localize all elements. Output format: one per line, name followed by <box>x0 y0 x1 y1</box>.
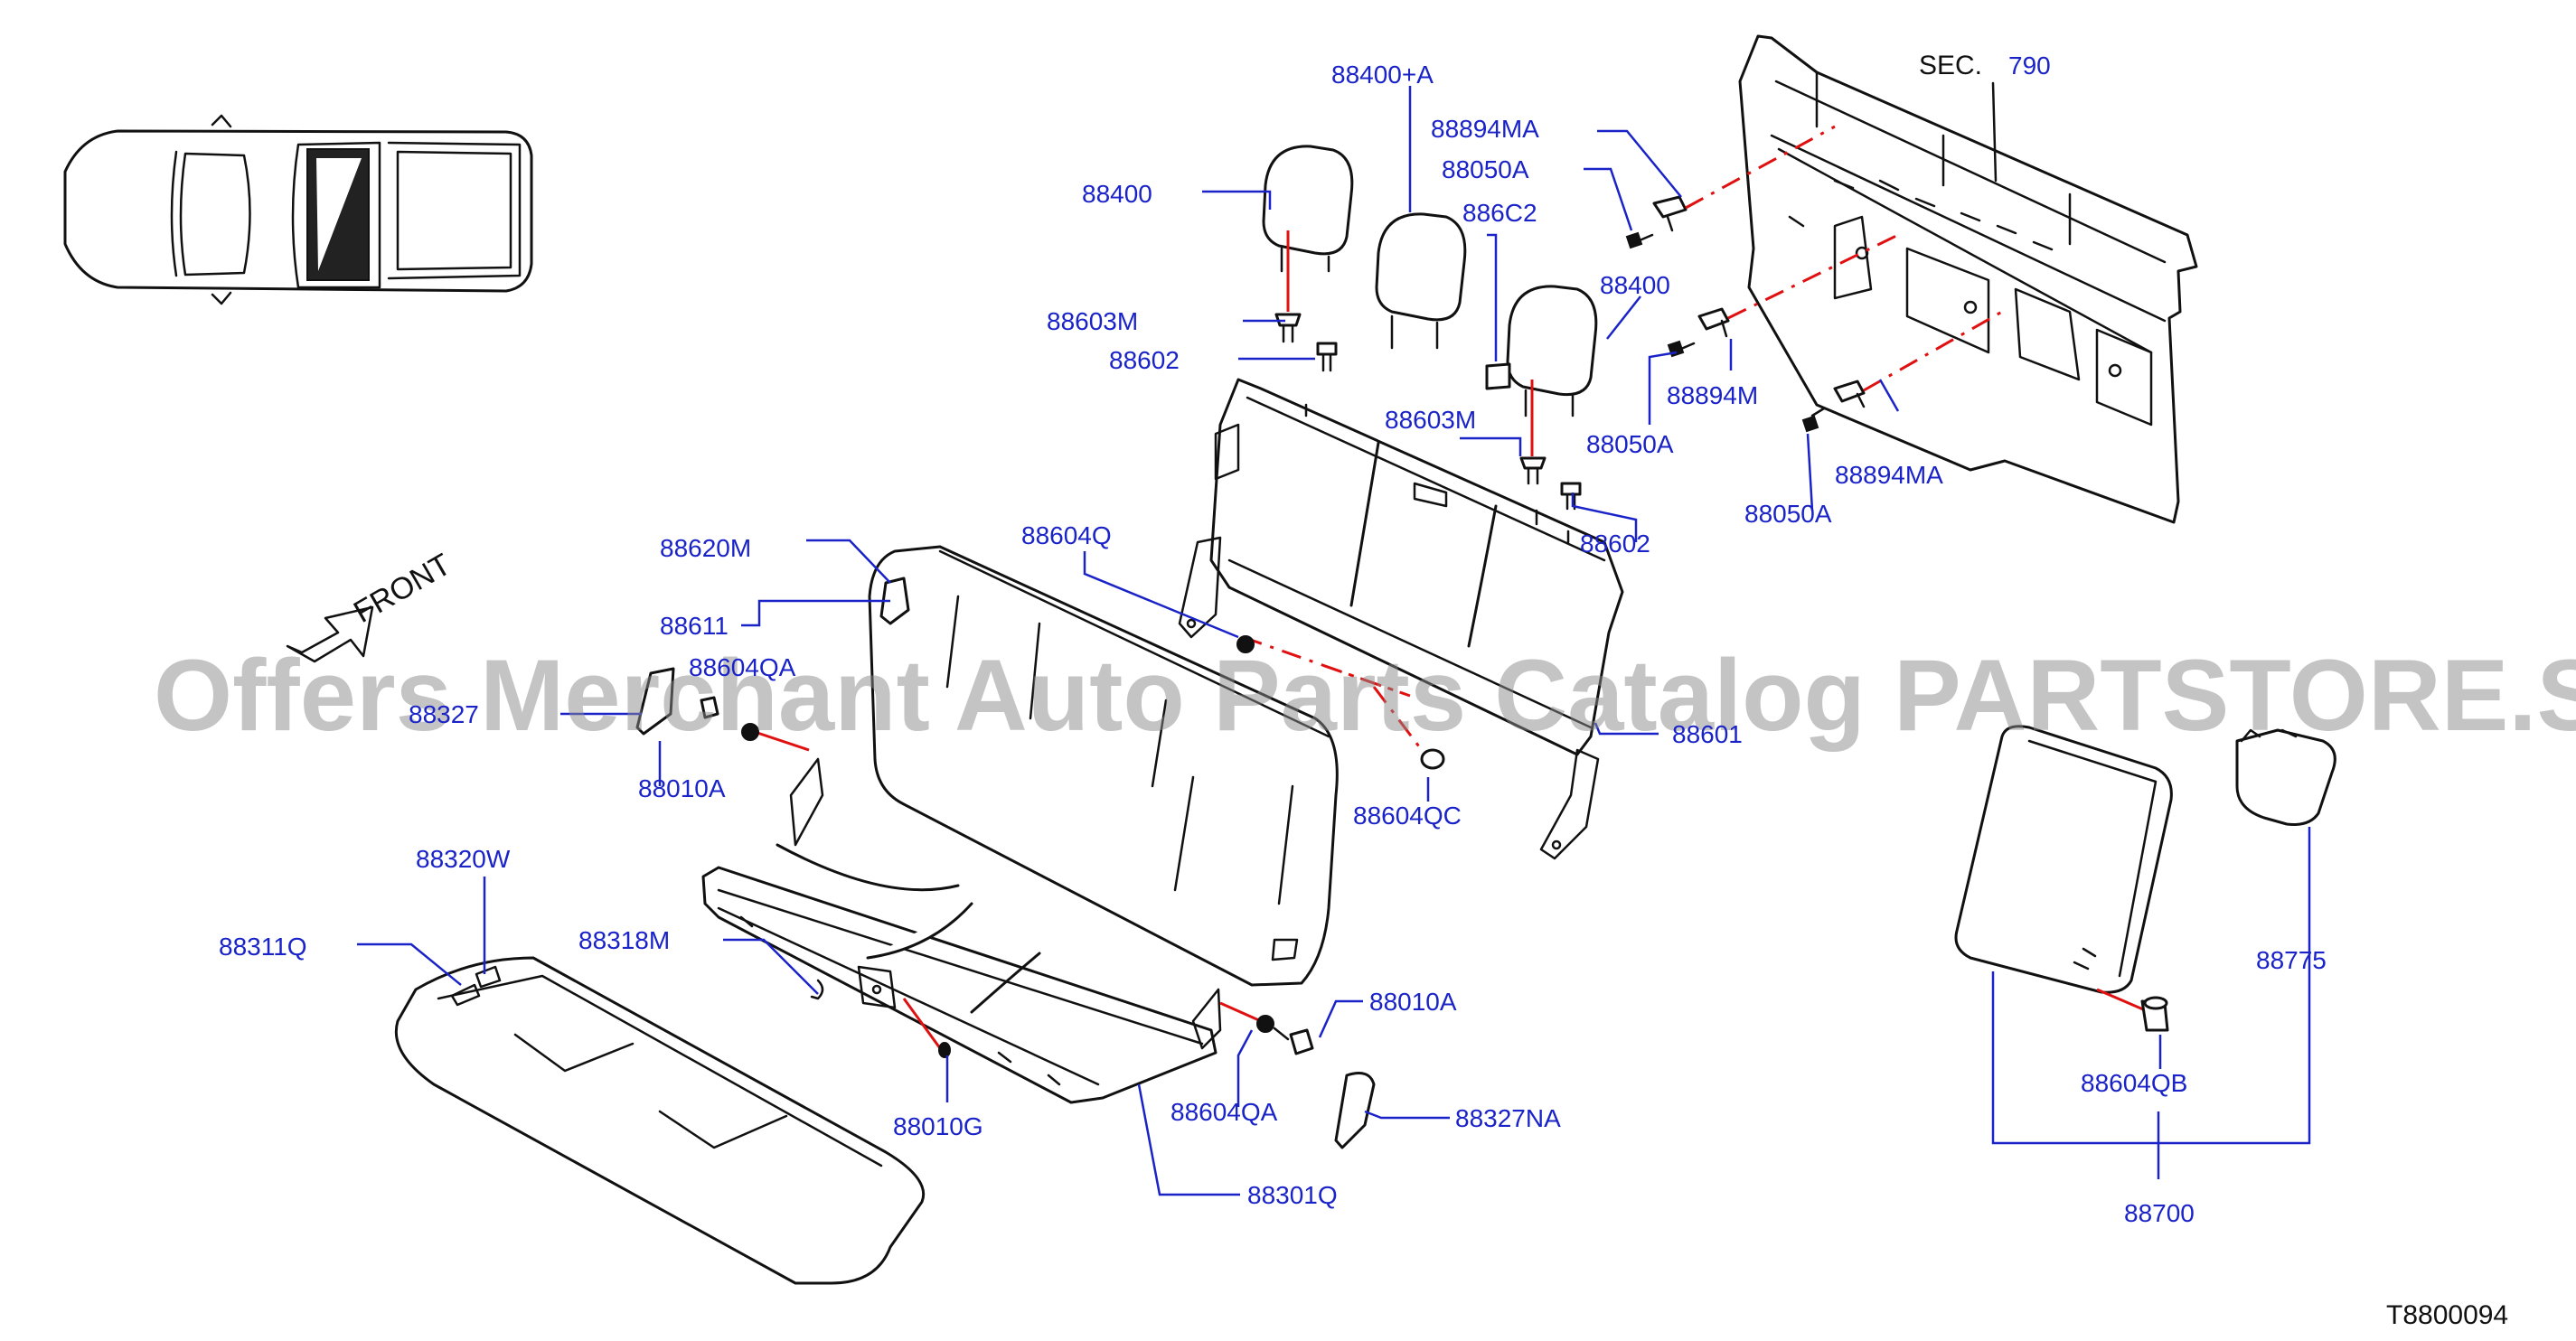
nut-88604q-icon <box>1236 635 1255 653</box>
part-label-88050a-middle[interactable]: 88050A <box>1586 430 1674 458</box>
bracket-88894ma-bottom-icon <box>1833 310 2003 408</box>
part-label-88010a-left[interactable]: 88010A <box>638 774 726 802</box>
bushing-88604qb-icon <box>2140 996 2169 1032</box>
sec-number-label[interactable]: 790 <box>2008 52 2051 80</box>
part-label-88327[interactable]: 88327 <box>409 700 479 728</box>
seatback-frame <box>1178 378 1624 860</box>
part-label-88604qa-bottom[interactable]: 88604QA <box>1170 1098 1278 1126</box>
watermark-text: Offers Merchant Auto Parts Catalog PARTS… <box>154 639 2576 752</box>
vehicle-top-view-icon <box>63 114 533 305</box>
bolt-88010g-icon <box>938 1042 951 1058</box>
seat-cushion-frame <box>701 727 1262 1104</box>
label-tag-886c2-icon <box>1485 362 1511 390</box>
part-label-88775[interactable]: 88775 <box>2256 946 2327 974</box>
bolt-88050a-bottom-icon <box>1801 407 1826 433</box>
part-label-88894ma-top[interactable]: 88894MA <box>1431 115 1539 143</box>
part-label-88604qc[interactable]: 88604QC <box>1353 802 1462 830</box>
bolt-88010a-right-icon <box>1273 1027 1314 1055</box>
nut-88604qa-bottom-icon <box>1256 1015 1274 1033</box>
trim-88327na-icon <box>1334 1072 1376 1149</box>
part-label-88603m-right[interactable]: 88603M <box>1385 406 1476 434</box>
diagram-code: T8800094 <box>2386 1300 2508 1330</box>
bolt-88050a-top-icon <box>1625 231 1654 249</box>
part-label-88611[interactable]: 88611 <box>660 612 729 640</box>
part-label-88400-left[interactable]: 88400 <box>1082 180 1152 208</box>
seatback-cushion <box>868 545 1339 987</box>
bracket-88894m-icon <box>1697 233 1899 338</box>
rear-body-panel <box>1738 34 2198 524</box>
headrest-lock-right-icon <box>1560 482 1582 511</box>
front-arrow-icon <box>286 605 374 663</box>
part-label-88604qb[interactable]: 88604QB <box>2081 1069 2187 1097</box>
part-label-88602-right[interactable]: 88602 <box>1580 530 1650 558</box>
part-label-88400-a[interactable]: 88400+A <box>1331 61 1434 89</box>
part-label-88700[interactable]: 88700 <box>2124 1199 2195 1227</box>
leader-lines <box>357 86 2311 1196</box>
part-label-88010a-right[interactable]: 88010A <box>1369 988 1457 1016</box>
part-label-886c2[interactable]: 886C2 <box>1462 199 1537 227</box>
nut-88604qa-top-icon <box>741 723 759 741</box>
part-label-88327na[interactable]: 88327NA <box>1455 1104 1561 1132</box>
part-label-88894ma-bottom[interactable]: 88894MA <box>1835 461 1943 489</box>
part-label-88318m[interactable]: 88318M <box>578 926 670 954</box>
part-label-88603m-left[interactable]: 88603M <box>1047 307 1138 335</box>
trim-88620m-icon <box>879 577 910 625</box>
part-label-88311q[interactable]: 88311Q <box>219 933 307 961</box>
part-label-88050a-bottom[interactable]: 88050A <box>1744 500 1832 528</box>
part-label-88400-right[interactable]: 88400 <box>1600 271 1670 299</box>
part-label-88604qa-top[interactable]: 88604QA <box>689 653 796 681</box>
part-label-88620m[interactable]: 88620M <box>660 534 751 562</box>
front-label: FRONT <box>348 547 456 629</box>
headrest-center <box>1375 212 1467 350</box>
headrest-left <box>1262 145 1354 273</box>
part-label-88301q[interactable]: 88301Q <box>1247 1181 1338 1209</box>
part-label-88602-left[interactable]: 88602 <box>1109 346 1180 374</box>
sec-label: SEC. <box>1919 51 1982 80</box>
headrest-lock-left-icon <box>1316 342 1338 372</box>
part-label-88320w[interactable]: 88320W <box>416 845 511 873</box>
trim-88327-icon <box>635 667 675 736</box>
part-label-88604q[interactable]: 88604Q <box>1021 521 1112 549</box>
side-headrest-88775 <box>2235 728 2336 826</box>
seat-cushion-pad <box>394 956 925 1285</box>
bracket-88894ma-top-icon <box>1652 125 1836 232</box>
cap-88604qc-icon <box>1420 748 1445 770</box>
side-seat-back <box>1954 725 2173 1014</box>
part-label-88010g[interactable]: 88010G <box>893 1112 983 1140</box>
part-label-88894m[interactable]: 88894M <box>1667 381 1758 409</box>
part-label-88601[interactable]: 88601 <box>1672 720 1743 748</box>
headrest-guide-right-icon <box>1519 380 1547 485</box>
headrest-right <box>1506 285 1598 417</box>
hook-88318m-icon <box>810 979 824 1000</box>
part-label-88050a-top[interactable]: 88050A <box>1442 155 1529 183</box>
bolt-88010a-left-icon <box>700 696 719 719</box>
